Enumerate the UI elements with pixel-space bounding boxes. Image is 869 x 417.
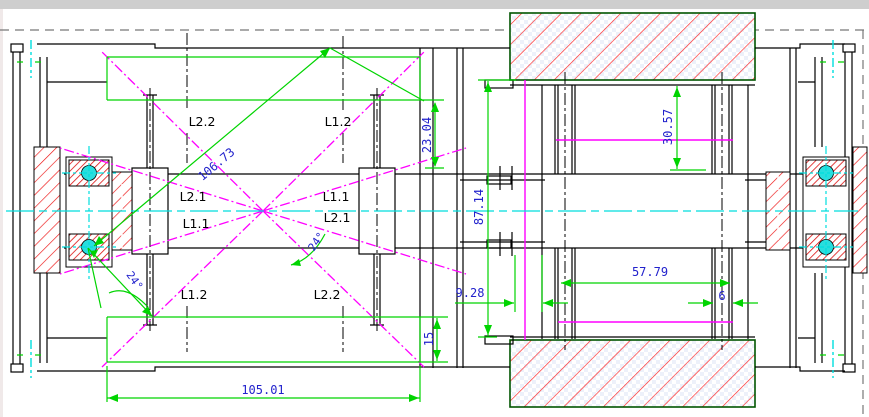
dim-23-04[interactable]: 23.04 <box>420 117 434 153</box>
dim-57-79[interactable]: 57.79 <box>632 265 668 279</box>
dim-30-57[interactable]: 30.57 <box>661 109 675 145</box>
construction-rays[interactable] <box>59 51 733 368</box>
hatch-block-top-right[interactable] <box>509 12 756 81</box>
label-top-right[interactable]: L1.2 <box>325 114 352 129</box>
label-bottom-left[interactable]: L1.2 <box>181 287 208 302</box>
label-mid-lower-left[interactable]: L1.1 <box>183 216 210 231</box>
dim-87-14[interactable]: 87.14 <box>472 189 486 225</box>
label-bottom-right[interactable]: L2.2 <box>314 287 341 302</box>
hatch-block-bottom-right[interactable] <box>509 339 756 408</box>
datum-tick-marks <box>17 61 41 356</box>
window-top-edge <box>0 0 869 9</box>
dim-9-28[interactable]: 9.28 <box>456 286 485 300</box>
dimension-arrowheads <box>90 48 743 402</box>
label-top-left[interactable]: L2.2 <box>189 114 216 129</box>
part-centerlines <box>149 33 723 352</box>
shell-band-bottom <box>106 316 448 363</box>
datum-ticks <box>30 40 834 378</box>
label-mid-lower-right[interactable]: L2.1 <box>324 210 351 225</box>
line-labels[interactable]: L2.2 L1.2 L2.1 L1.1 L1.1 L2.1 L1.2 L2.2 <box>180 114 352 302</box>
dim-105-01[interactable]: 105.01 <box>241 383 284 397</box>
shell-band-top <box>106 56 444 101</box>
main-centerline[interactable] <box>6 40 858 378</box>
label-mid-upper-left[interactable]: L2.1 <box>180 189 207 204</box>
label-mid-upper-right[interactable]: L1.1 <box>323 189 350 204</box>
structure-outlines[interactable] <box>10 43 856 373</box>
dim-angle-right[interactable]: 24° <box>306 230 328 254</box>
dim-15[interactable]: 15 <box>422 332 436 346</box>
window-left-edge <box>0 9 3 417</box>
datum-tick-marks <box>820 61 844 356</box>
dim-6[interactable]: 6 <box>718 289 725 303</box>
